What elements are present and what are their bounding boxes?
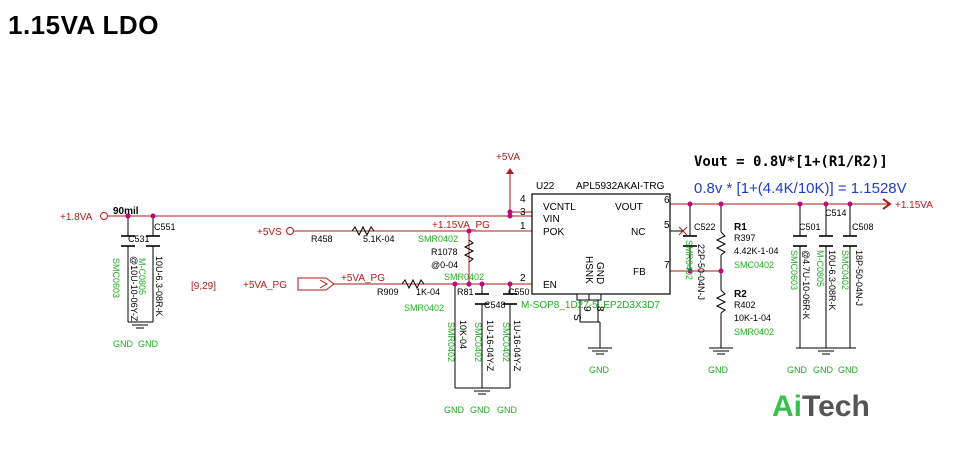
- c531-pkg: SMC0603: [111, 258, 121, 298]
- c522-pkg: SMR0402: [684, 240, 694, 280]
- r81-val: 10K-04: [458, 320, 468, 349]
- r402-ref: R402: [734, 300, 756, 310]
- c550-pkg: SMC0402: [501, 322, 511, 362]
- c548-pkg: SMC0402: [473, 322, 483, 362]
- gnd-label-4: GND: [470, 405, 491, 415]
- ground-symbols: [128, 321, 856, 395]
- c550-val: 1U-16-04Y-Z: [512, 320, 522, 372]
- net-5va-pg-port: +5VA_PG: [243, 280, 287, 291]
- pin-num-4: 4: [520, 194, 526, 205]
- gnd-label-3: GND: [444, 405, 465, 415]
- net-flags: [100, 168, 892, 291]
- pin-vcntl: VCNTL: [543, 202, 576, 213]
- c522-ref: C522: [694, 222, 716, 232]
- net-1v15va: +1.15VA: [895, 200, 933, 211]
- net-5va-pg: +5VA_PG: [341, 273, 385, 284]
- vout-equation: Vout = 0.8V*[1+(R1/R2)]: [694, 154, 888, 170]
- r1-ref: R1: [734, 222, 747, 233]
- page-title: 1.15VA LDO: [8, 10, 159, 40]
- net-5va: +5VA: [496, 152, 520, 163]
- c508-val: 18P-50-04N-J: [854, 250, 864, 306]
- r1078-val: @0-04: [431, 260, 458, 270]
- c508-pkg: SMC0402: [840, 250, 850, 290]
- gnd-label-8: GND: [787, 365, 808, 375]
- r458-pkg: SMR0402: [418, 234, 458, 244]
- r397-pkg: SMC0402: [734, 260, 774, 270]
- pin-num-6: 6: [664, 195, 670, 206]
- r397-val: 4.42K-1-04: [734, 246, 779, 256]
- pin-s: S: [571, 314, 582, 321]
- trace-width: 90mil: [113, 206, 139, 217]
- r458-ref: R458: [311, 234, 333, 244]
- ic-footprint: M-SOP8_1D27-5_EP2D3X3D7: [521, 300, 660, 311]
- c550-ref: C550: [508, 287, 530, 297]
- r909-ref: R909: [377, 287, 399, 297]
- wires-black: [127, 204, 851, 389]
- junction-dots: [125, 201, 853, 287]
- r2-ref: R2: [734, 289, 747, 300]
- c514-val: 10U-6.3-08R-K: [827, 250, 837, 311]
- pin-vout: VOUT: [615, 202, 643, 213]
- pin-num-5: 5: [664, 220, 670, 231]
- c531-ref: C531: [128, 234, 150, 244]
- logo-tech: Tech: [802, 390, 870, 423]
- ic-part: APL5932AKAI-TRG: [576, 181, 665, 192]
- gnd-label-9: GND: [813, 365, 834, 375]
- c548-ref: C548: [484, 300, 506, 310]
- r909-pkg: SMR0402: [404, 303, 444, 313]
- gnd-label-6: GND: [589, 365, 610, 375]
- r402-pkg: SMR0402: [734, 327, 774, 337]
- sheet-ref: [9,29]: [191, 281, 216, 292]
- c501-ref: C501: [799, 222, 821, 232]
- pin-num-8: 8: [594, 306, 605, 312]
- gnd-label-5: GND: [497, 405, 518, 415]
- r397-ref: R397: [734, 233, 756, 243]
- pin-en: EN: [543, 280, 557, 291]
- r1078-ref: R1078: [431, 247, 458, 257]
- r1078-pkg: SMR0402: [444, 272, 484, 282]
- gnd-label-2: GND: [138, 339, 159, 349]
- pin-num-7: 7: [664, 260, 670, 271]
- r458-val: 5.1K-04: [363, 234, 395, 244]
- pin-gnd: GND: [594, 262, 605, 284]
- c514-ref: C514: [825, 208, 847, 218]
- pin-nc: NC: [631, 227, 645, 238]
- pin-num-2: 2: [520, 273, 526, 284]
- c548-val: 1U-16-04Y-Z: [485, 320, 495, 372]
- net-1v8va: +1.8VA: [60, 212, 93, 223]
- pin-num-3: 3: [520, 207, 526, 218]
- r81-ref: R81: [457, 287, 474, 297]
- pin-vin: VIN: [543, 214, 560, 225]
- c501-pkg: SMC0603: [789, 250, 799, 290]
- c531-val: @10U-10-06Y-Z: [129, 256, 139, 322]
- ic-ref: U22: [536, 181, 555, 192]
- c551-ref: C551: [154, 222, 176, 232]
- r81-pkg: SMR0402: [446, 322, 456, 362]
- capacitor-symbols: [121, 235, 857, 305]
- r402-val: 10K-1-04: [734, 313, 771, 323]
- r909-val: 1K-04: [416, 287, 440, 297]
- net-5vs: +5VS: [257, 227, 282, 238]
- pin-num-9: 9: [581, 306, 592, 312]
- wires: [108, 172, 890, 287]
- c501-val: @4.7U-10-06R-K: [801, 250, 811, 320]
- c508-ref: C508: [852, 222, 874, 232]
- net-1v15va-pg: +1.15VA_PG: [432, 220, 490, 231]
- vout-calc: 0.8v * [1+(4.4K/10K)] = 1.1528V: [694, 180, 907, 197]
- gnd-label-7: GND: [708, 365, 729, 375]
- pin-pok: POK: [543, 227, 564, 238]
- pin-num-1: 1: [520, 221, 526, 232]
- c551-pkg: M-C0805: [137, 258, 147, 295]
- logo-ai: Ai: [772, 390, 802, 423]
- gnd-label-1: GND: [113, 339, 134, 349]
- c522-val: 22P-50-04N-J: [696, 244, 706, 300]
- pin-hsnk: HSNK: [583, 256, 594, 284]
- pin-fb: FB: [633, 267, 646, 278]
- gnd-label-10: GND: [838, 365, 859, 375]
- ldo-ic: [531, 193, 688, 301]
- c551-val: 10U-6.3-08R-K: [154, 256, 164, 317]
- c514-pkg: M-C0805: [815, 250, 825, 287]
- aitech-logo: AiTech: [772, 390, 870, 423]
